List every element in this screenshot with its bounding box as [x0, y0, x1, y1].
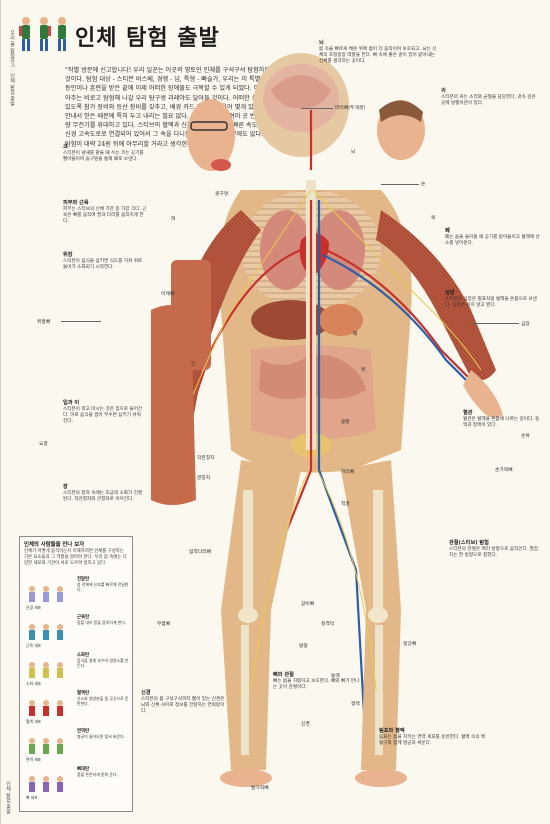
left-lung	[260, 210, 312, 290]
annotation-intestine: 장 스티븐의 창자 속에는 조금씩 소화가 진행된다. 작은창자와 큰창자로 이…	[63, 484, 143, 502]
leader-line	[301, 108, 333, 109]
cells-panel: 인체의 사람들을 만나 보자 인체가 어떻게 움직이는지 이해하려면 인체를 구…	[19, 536, 133, 812]
annotation-heart: 심장 스티븐의 심장은 펌프처럼 혈액을 온몸으로 보낸다. 심장은 쉬지 않고…	[445, 290, 537, 308]
annotation-brain: 뇌 몸 속을 빠르게 체온 위에 몸이 더 움직이며 보호되고, 뇌는 신체의 …	[319, 40, 437, 64]
annotation-nose: 코 스티븐이 냄새를 맡을 때 쓰는 코는 공기를 빨아들이며 숨구멍을 통해 …	[63, 144, 144, 162]
label-nostril: 콧구멍	[215, 192, 229, 197]
annotation-nerves: 신경 스티븐의 몸 구석구석까지 뻗어 있는 신경은 뇌와 신체 사이로 정보를…	[141, 690, 225, 714]
panel-title: 인체의 사람들을 만나 보자	[24, 542, 85, 548]
annotation-mouth: 입과 이 스티븐이 먹고 마시는 것은 입으로 들어간다. 이로 음식을 씹어 …	[63, 400, 143, 424]
skin-flap	[151, 305, 196, 505]
anatomy-figure	[151, 53, 503, 787]
right-foot	[355, 769, 407, 787]
cell-characters-illustration	[29, 586, 63, 792]
annotation-stomach: 위장 스티븐이 음식을 삼키면 식도를 거쳐 위로 들어가 소화되기 시작한다.	[63, 252, 143, 270]
figure-caption: 혈액 세포	[26, 719, 42, 724]
cell-character-row	[29, 738, 63, 754]
figure-caption: 뼈 세포	[26, 795, 38, 800]
label-toes: 발가락뼈	[251, 786, 269, 791]
label-tongue: 혀	[171, 217, 176, 222]
label-eye: 눈	[421, 182, 426, 187]
explorer-figure	[58, 17, 66, 51]
label-large-intestine: 큰창자	[197, 476, 211, 481]
label-radius: 요골	[39, 442, 48, 447]
annotation-blood: 혈관 혈관은 혈액을 온몸에 나르는 길이다. 동맥과 정맥이 있다.	[463, 410, 540, 428]
figure-caption: 면역 세포	[26, 757, 42, 762]
label-patella: 무릎뼈	[157, 622, 171, 627]
label-vein: 정맥	[351, 702, 360, 707]
leader-line	[471, 323, 519, 324]
blood-vessels	[189, 110, 477, 751]
leader-line	[381, 184, 419, 185]
stomach	[319, 304, 363, 336]
footer-label: 인체 탐험 출발	[5, 780, 11, 814]
left-foot	[220, 769, 272, 787]
label-artery: 동맥	[331, 674, 340, 679]
label-tibia: 정강뼈	[403, 642, 417, 647]
right-knee	[368, 607, 388, 623]
head	[187, 53, 425, 171]
nerves	[190, 189, 482, 691]
left-knee	[238, 607, 258, 623]
cell-character-row	[29, 700, 63, 716]
figure-caption: 소화 세포	[26, 681, 42, 686]
cell-character-row	[29, 586, 63, 602]
explorer-figure	[40, 17, 51, 51]
label-neck: 목	[431, 216, 436, 221]
right-arm	[376, 210, 496, 381]
label-lung: 폐	[353, 332, 358, 337]
cell-character-row	[29, 662, 63, 678]
glasses-icon	[190, 121, 228, 131]
panel-text: 인체가 어떻게 움직이는지 이해하려면 인체를 구성하는 기본 요소들과 그 역…	[24, 549, 127, 566]
label-ulna: 척골	[341, 502, 350, 507]
annotation-arm-muscle: 피부와 근육 피부는 스티브의 신체 기관 중 가장 크다. 근육은 뼈를 움직…	[63, 200, 147, 224]
face	[187, 99, 235, 171]
label-heart: 심장	[521, 322, 530, 327]
label-small-intestine: 작은창자	[197, 456, 215, 461]
annotation-elbow: 관절(스티브) 탐험 스티븐의 관절은 여러 방향으로 움직인다. 팔꿈치는 한…	[449, 540, 539, 558]
label-femur: 넓적다리뼈	[189, 550, 212, 555]
right-hand	[463, 370, 503, 418]
margin-label: 우리 몸 탐험하기 · 인체 탐험 출발	[9, 30, 15, 107]
label-lumbar: 허리뼈	[341, 470, 355, 475]
annotation-bones: 뼈와 관절 뼈는 몸을 지탱하고 보호한다. 뼈와 뼈가 만나는 곳이 관절이다…	[273, 672, 360, 690]
explorer-figure	[19, 17, 30, 51]
legs	[220, 460, 407, 787]
annotation-lungs: 폐 폐는 숨을 들이쉴 때 공기를 받아들이고 혈액에 산소를 넣어준다.	[445, 228, 540, 246]
label-brain: 뇌	[351, 150, 356, 155]
cell-character-row	[29, 776, 63, 792]
right-femur	[373, 490, 383, 610]
label-diaphragm: 횡격막	[321, 622, 335, 627]
annotation-lymph: 림프와 혈액 림프는 몸을 지키는 면역 세포를 운반한다. 혈액 속의 백혈구…	[379, 728, 486, 746]
label-stomach: 위	[361, 368, 366, 373]
label-skull: 머리뼈(두개골)	[335, 106, 366, 111]
explorer-team-illustration	[19, 17, 66, 51]
label-liver: 간	[191, 362, 196, 367]
leader-line	[61, 321, 101, 322]
left-leg	[221, 460, 301, 770]
figure-caption: 신경 세포	[26, 605, 42, 610]
label-humerus: 위팔뼈	[37, 320, 51, 325]
left-femur	[243, 490, 253, 610]
label-wrist: 손목	[521, 434, 530, 439]
label-bladder: 방광	[299, 644, 308, 649]
label-rib: 갈비뼈	[301, 602, 315, 607]
label-nerve: 신경	[301, 722, 310, 727]
cell-character-row	[29, 624, 63, 640]
label-kidney: 콩팥	[341, 420, 350, 425]
label-scapula: 어깨뼈	[161, 292, 175, 297]
annotation-ear: 귀 스티븐의 귀는 소리와 균형을 담당한다. 귓속 깊은 곳에 달팽이관이 있…	[441, 88, 536, 106]
mouth	[211, 159, 231, 171]
figure-caption: 근육 세포	[26, 643, 42, 648]
page-title: 인체 탐험 출발	[75, 26, 220, 51]
label-fingers: 손가락뼈	[495, 468, 513, 473]
